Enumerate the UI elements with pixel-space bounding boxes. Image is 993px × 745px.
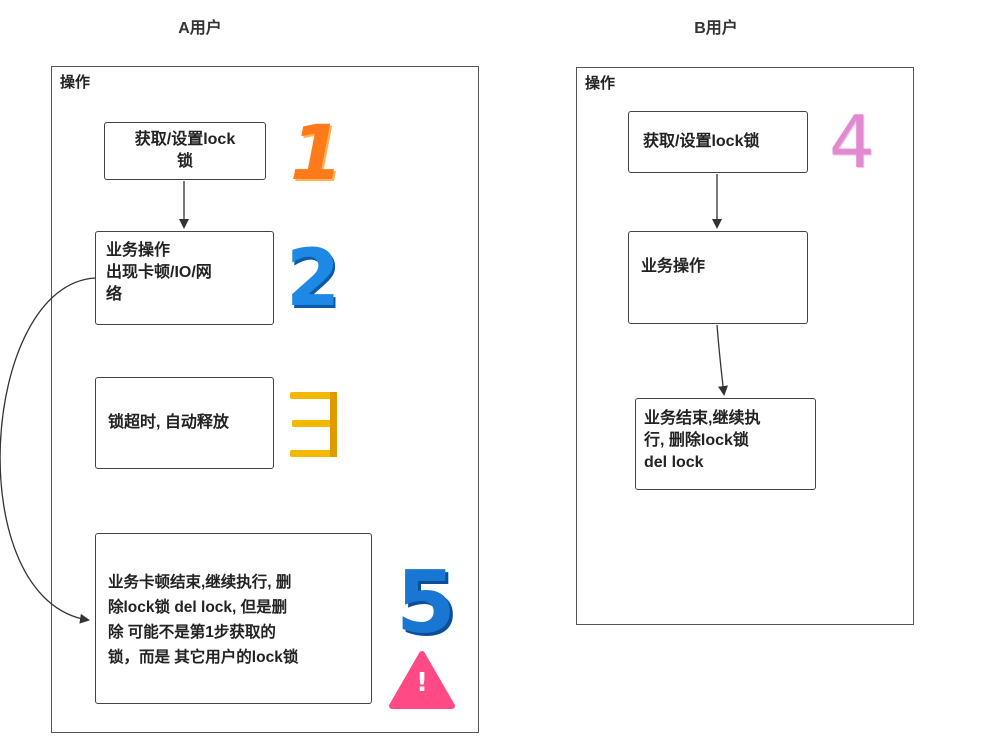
step-a5-line: 业务卡顿结束,继续执行, 删 <box>108 574 292 591</box>
warning-icon <box>389 651 455 709</box>
step-b-end-line: 行, 删除lock锁 <box>644 432 749 449</box>
step-a5-delete-wrong-lock: 业务卡顿结束,继续执行, 删 除lock锁 del lock, 但是删 除 可能… <box>95 533 372 704</box>
step-a5-line: 除lock锁 del lock, 但是删 <box>108 599 288 616</box>
step-a5-line: 除 可能不是第1步获取的 <box>108 624 276 641</box>
panel-a-label: 操作 <box>60 74 91 91</box>
column-title-a: A用户 <box>178 20 222 37</box>
step-number-3-icon <box>290 392 340 458</box>
step-b-business-op: 业务操作 <box>628 231 808 324</box>
step-a2-line: 出现卡顿/IO/网 <box>106 264 212 281</box>
step-a3-lock-timeout: 锁超时, 自动释放 <box>95 377 274 469</box>
step-number-5-icon: 5 <box>396 553 456 653</box>
step-b4-line: 获取/设置lock锁 <box>643 133 760 150</box>
column-title-b: B用户 <box>694 20 738 37</box>
step-number-4-icon: 4 <box>829 100 875 184</box>
step-b4-acquire-lock: 获取/设置lock锁 <box>628 111 808 173</box>
step-a2-line: 业务操作 <box>106 242 171 259</box>
step-b-business-end: 业务结束,继续执 行, 删除lock锁 del lock <box>635 398 816 490</box>
panel-b-label: 操作 <box>585 75 616 92</box>
step-b-end-line: del lock <box>644 454 704 471</box>
step-a3-line: 锁超时, 自动释放 <box>108 414 229 431</box>
step-number-2-icon: 2 <box>286 234 341 324</box>
step-a1-line: 获取/设置lock <box>134 131 236 148</box>
step-b-end-line: 业务结束,继续执 <box>644 410 761 427</box>
step-a2-line: 络 <box>106 286 123 303</box>
step-a1-line: 锁 <box>176 153 193 170</box>
step-number-1-icon: 1 <box>290 108 343 197</box>
step-b-op-line: 业务操作 <box>641 258 706 275</box>
step-a1-acquire-lock: 获取/设置lock 锁 <box>104 122 266 180</box>
step-a5-line: 锁，而是 其它用户的lock锁 <box>108 649 299 666</box>
warning-mark: ! <box>416 668 428 698</box>
step-a2-business-op: 业务操作 出现卡顿/IO/网 络 <box>95 231 274 325</box>
